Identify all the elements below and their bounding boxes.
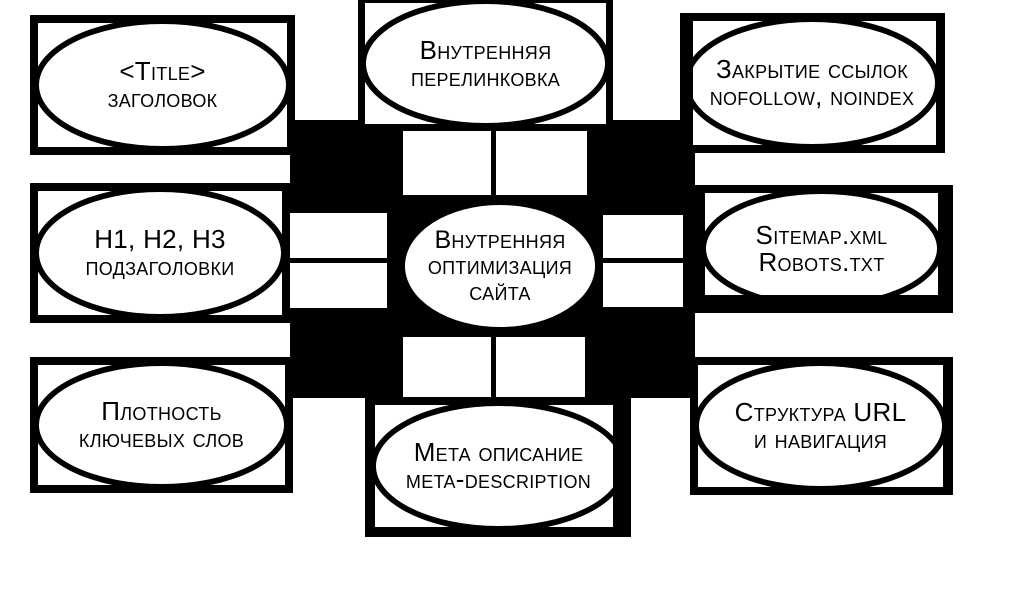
node-text-line: Внутренняя [434,226,566,254]
node-nofollow-noindex: Закрытие ссылок nofollow, noindex [680,13,945,153]
connector-line-bottom [491,337,496,397]
node-text-line: Плотность [101,396,222,426]
node-ellipse: Мета описание meta-description [370,400,627,532]
node-title-tag: <Title> заголовок [30,15,295,155]
node-url-structure-navigation: Структура URL и навигация [690,357,953,495]
node-meta-description: Мета описание meta-description [365,397,631,537]
node-sitemap-robots: Sitemap.xml Robots.txt [695,185,953,313]
node-ellipse: Структура URL и навигация [693,360,948,492]
node-text-line: ключевых слов [78,423,245,453]
node-ellipse: Плотность ключевых слов [33,360,290,490]
node-text-line: Внутренняя [419,34,552,65]
node-ellipse: Закрытие ссылок nofollow, noindex [683,16,941,150]
node-text-line: Закрытие ссылок [715,54,909,84]
corridor-left [290,213,387,308]
node-keyword-density: Плотность ключевых слов [30,357,293,493]
node-ellipse: Sitemap.xml Robots.txt [700,188,943,309]
node-text-line: подзаголовки [85,251,235,281]
corridor-top [403,131,587,195]
node-text-line: заголовок [107,83,218,113]
corridor-right [603,215,683,307]
node-internal-site-optimization: Внутренняя оптимизация сайта [398,198,602,334]
connector-line-right [603,258,683,263]
node-text-line: <Title> [119,56,206,86]
node-text-line: перелинковка [410,61,561,92]
connector-line-left [290,258,387,263]
connector-line-top [491,131,496,195]
node-text-line: Sitemap.xml [755,219,888,250]
node-ellipse: H1, H2, H3 подзаголовки [33,186,287,320]
corridor-bottom [403,337,585,397]
node-text-line: сайта [469,278,531,306]
node-internal-linking: Внутренняя перелинковка [358,0,613,131]
node-h1-h2-h3-subheadings: H1, H2, H3 подзаголовки [30,183,290,323]
node-text-line: H1, H2, H3 [94,224,226,254]
node-text-line: оптимизация [427,252,573,280]
node-text-line: Мета описание [413,437,584,467]
node-text-line: meta-description [405,464,592,494]
node-text-line: nofollow, noindex [709,81,915,111]
node-ellipse: Внутренняя перелинковка [360,0,611,129]
node-text-line: Структура URL [734,397,907,427]
node-text-line: Robots.txt [758,246,885,277]
node-text-line: и навигация [753,424,888,454]
node-ellipse: <Title> заголовок [33,18,292,152]
